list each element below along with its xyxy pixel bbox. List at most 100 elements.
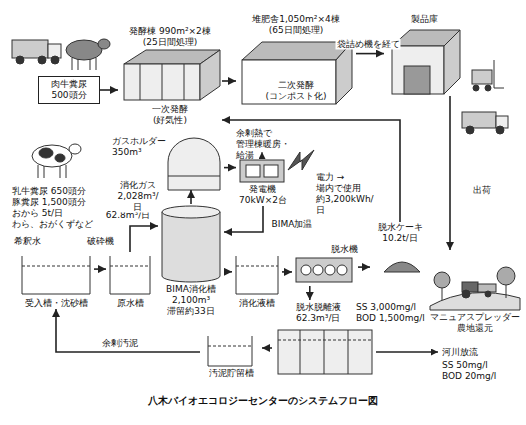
tank-icon <box>236 266 278 267</box>
flow-arrow <box>94 268 106 270</box>
dewatering-machine <box>301 265 311 275</box>
dairy-cow-icon <box>39 148 53 158</box>
dairy-cow-icon <box>38 165 39 178</box>
beef-cow-icon <box>90 59 91 70</box>
building-node: 発酵棟 990m²×2棟 (25日間処理)一次発酵 (好気性) <box>118 26 222 126</box>
warehouse-building <box>392 46 444 94</box>
tank-node: 消化液槽 <box>232 252 282 309</box>
forklift-truck-icon <box>462 60 508 134</box>
generator-icon <box>288 150 314 170</box>
generator: 発電機 70kW×2台 <box>236 158 290 206</box>
flow-arrow <box>190 190 192 204</box>
compost-building <box>242 60 336 104</box>
farmland-picture <box>497 267 515 285</box>
beef-cow-icon <box>72 58 73 70</box>
generator-icon <box>262 152 263 158</box>
fermentation-building <box>140 64 141 100</box>
gas-holder-dome <box>168 176 220 177</box>
forklift-truck-icon <box>485 85 491 91</box>
flow-arrow <box>224 271 232 273</box>
flow-arrow <box>224 206 263 232</box>
dairy-cow-icon <box>66 165 67 178</box>
wastewater-facility <box>300 330 301 374</box>
node-text: SS 3,000mg/l BOD 1,500mg/l <box>356 302 430 324</box>
truck-icon <box>16 56 24 64</box>
node-text: 消化液槽 <box>239 298 275 309</box>
forklift-truck-icon <box>462 112 496 128</box>
dairy-cow-icon <box>55 154 65 162</box>
dairy-cow-icon <box>44 166 45 178</box>
tank-icon <box>22 256 278 366</box>
forklift-truck-icon <box>466 126 474 134</box>
note-label: おから 5t/日 <box>12 208 63 219</box>
forklift-truck-icon <box>472 70 492 84</box>
flow-arrow <box>262 347 272 349</box>
flow-arrow <box>309 286 311 300</box>
generator-icon <box>264 165 278 177</box>
fermentation-building <box>124 64 200 100</box>
gas-holder-dome <box>168 138 220 190</box>
wastewater-facility <box>278 340 372 341</box>
farmland-node: マニュアスプレッダー 農地還元 <box>428 250 522 334</box>
edge-label: 袋詰め機を経て <box>336 39 401 50</box>
building-node: 堆肥舎1,050m²×4棟 (65日間処理)二次発酵 (コンポスト化) <box>236 14 356 102</box>
tank-icon <box>22 266 90 267</box>
note-label: 河川放流 <box>442 347 478 358</box>
flow-arrow <box>358 266 370 268</box>
forklift-truck-icon <box>473 85 479 91</box>
dewatering-machine <box>337 265 347 275</box>
digester-tank: BIMA消化槽 2,100m³ 滞留約33日 <box>158 204 224 317</box>
forklift-truck-icon <box>494 88 504 89</box>
generator-icon <box>240 160 284 182</box>
node-text: 肉牛糞尿 500頭分 <box>51 79 87 101</box>
digester-cylinder <box>162 206 220 218</box>
dairy-cow-icon <box>32 144 81 178</box>
beef-cow-icon <box>66 39 110 70</box>
fermentation-building <box>124 50 220 100</box>
truck-icon <box>38 56 46 64</box>
tank-node: 汚泥貯留槽 <box>200 334 262 379</box>
fermentation-building <box>184 64 185 100</box>
edge-label: 消化ガス 2,028m³/日 <box>116 180 159 213</box>
note-label: 脱水脱離液 62.3m³/日 <box>296 302 341 324</box>
tank-node: 受入槽・沈砂槽 <box>18 252 94 309</box>
note-label: 余剰熱で 管理棟暖房・給湯 <box>236 128 290 161</box>
dairy-cow-icon <box>69 144 81 154</box>
node-text: BIMA消化槽 2,100m³ 滞留約33日 <box>166 284 216 317</box>
cake-pile <box>384 262 420 272</box>
note-label: SS 50mg/l BOD 20mg/l <box>442 360 504 382</box>
node-text: 二次発酵 (コンポスト化) <box>265 80 326 102</box>
digester-cylinder <box>162 212 220 282</box>
source-box: 肉牛糞尿 500頭分 <box>38 76 100 104</box>
dewatering-machine <box>296 258 352 282</box>
wastewater-facility <box>278 330 372 374</box>
dairy-cow-icon <box>32 145 72 167</box>
farmland-picture <box>462 290 470 298</box>
flow-arrow <box>356 53 384 55</box>
farmland-picture <box>434 272 450 288</box>
digester-cylinder <box>162 206 220 282</box>
cake-node: 脱水ケーキ 10.2t/日 <box>370 222 430 274</box>
flow-arrow <box>100 89 118 91</box>
dewatering-machine <box>325 265 335 275</box>
compost-building <box>336 42 352 104</box>
note-label: 豚糞尿 1,500頭分 <box>12 197 86 208</box>
edge-label: 出荷 <box>472 185 492 196</box>
warehouse-building <box>392 30 460 94</box>
note-label: 希釈水 <box>14 236 41 247</box>
farmland-picture <box>485 291 491 297</box>
wastewater-facility <box>376 351 438 353</box>
tank-icon <box>236 256 278 294</box>
dairy-cow-icon <box>60 166 61 178</box>
node-text: 脱水ケーキ 10.2t/日 <box>378 222 423 244</box>
flow-arrow <box>222 80 236 82</box>
figure-caption: 八木バイオエコロジーセンターのシステムフロー図 <box>0 395 526 407</box>
node-text: 脱水機 <box>331 244 358 255</box>
tank-icon <box>110 266 150 267</box>
wastewater-facility <box>324 330 325 374</box>
flow-arrow <box>130 226 158 252</box>
note-label: わら、おがくずなど <box>12 219 93 230</box>
flow-arrow <box>282 271 292 273</box>
fermentation-building <box>162 64 163 100</box>
tank-icon <box>208 346 252 347</box>
